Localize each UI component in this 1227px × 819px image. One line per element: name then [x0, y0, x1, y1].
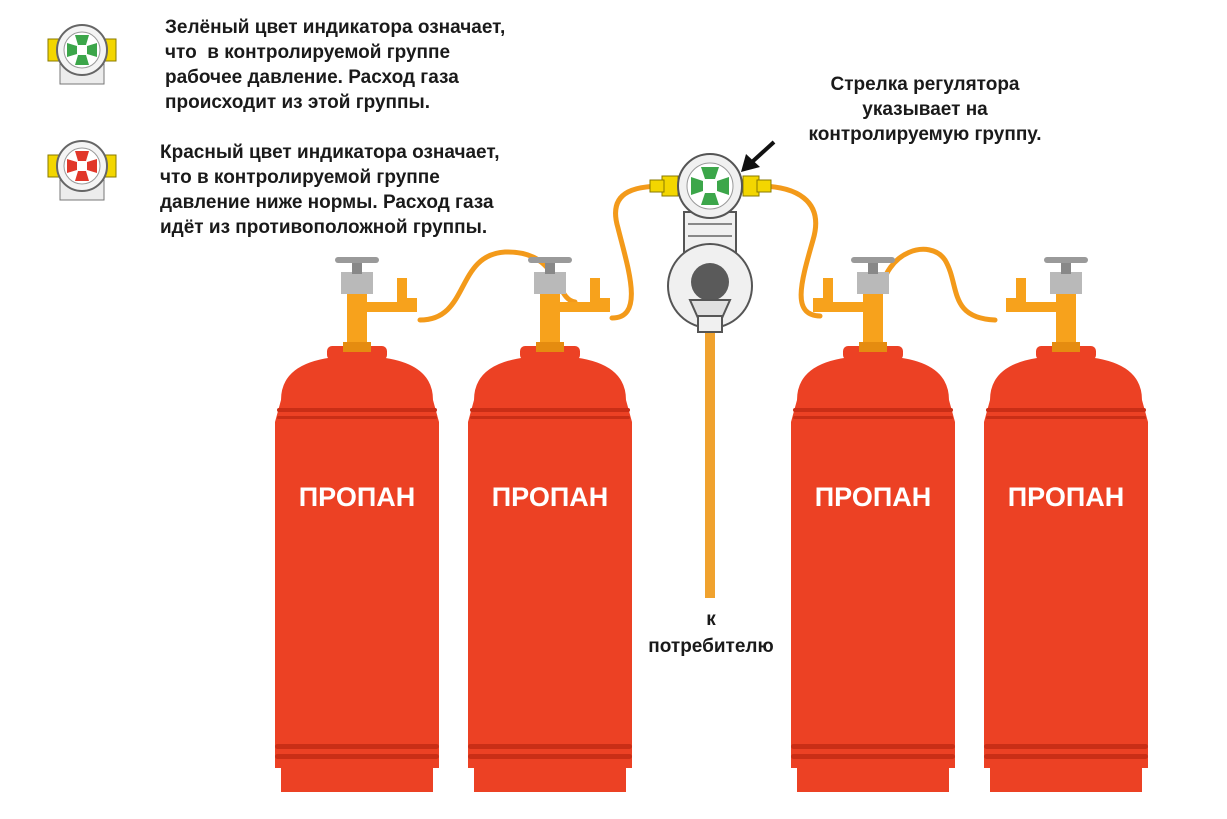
outlet-hose	[705, 330, 715, 598]
hose-right	[755, 183, 998, 323]
cylinder-4-label: ПРОПАН	[1008, 482, 1124, 512]
cylinder-1-label: ПРОПАН	[299, 482, 415, 512]
propane-cylinder-1	[275, 257, 439, 792]
red-indicator-note: Красный цвет индикатора означает, что в …	[160, 142, 500, 238]
regulator	[649, 153, 772, 333]
propane-cylinder-3	[791, 257, 955, 792]
cylinder-2-label: ПРОПАН	[492, 482, 608, 512]
propane-cylinder-4	[984, 257, 1148, 792]
pointer-arrow-icon	[741, 140, 776, 172]
green-indicator-note: Зелёный цвет индикатора означает, что в …	[165, 17, 506, 113]
green-legend-indicator-icon	[47, 24, 117, 85]
consumer-label: к потребителю	[648, 609, 774, 657]
red-indicator-icon	[47, 140, 117, 201]
cylinder-3-label: ПРОПАН	[815, 482, 931, 512]
green-indicator-icon	[691, 167, 729, 205]
regulator-arrow-note: Стрелка регулятора указывает на контроли…	[808, 74, 1042, 145]
propane-cylinder-2	[468, 257, 632, 792]
